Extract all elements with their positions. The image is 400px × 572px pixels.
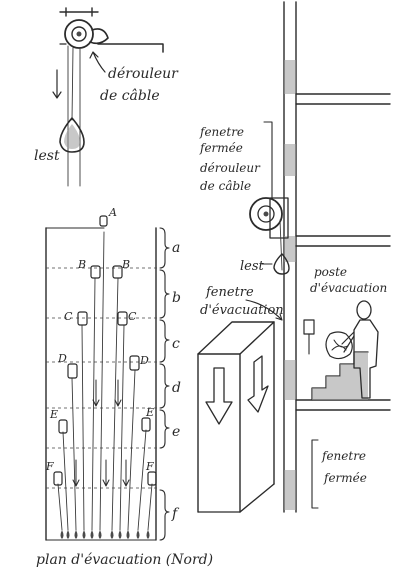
label-lest-right: lest xyxy=(240,259,265,274)
floor-letter-a: a xyxy=(172,240,180,256)
person-figure xyxy=(325,300,379,399)
plan-weights xyxy=(60,530,150,539)
down-arrow-side-icon xyxy=(247,355,269,413)
reel-c2-icon xyxy=(117,311,128,326)
floor-letter-e: e xyxy=(172,424,180,440)
floor-letter-c: c xyxy=(172,336,180,352)
wall-weight-icon xyxy=(273,253,290,275)
label-lest-top: lest xyxy=(34,148,60,164)
reel-e1-icon xyxy=(58,419,68,434)
reel-f2-icon xyxy=(147,471,157,486)
label-fenetre-fermee-r2: fermée xyxy=(199,141,243,155)
label-fenetre-evac-2: d'évacuation xyxy=(200,303,284,318)
reel-c1-icon xyxy=(77,311,88,326)
top-reel-icon xyxy=(64,19,94,49)
plan-letter-b2: B xyxy=(121,258,130,271)
reel-b2-icon xyxy=(112,265,123,279)
top-weight-icon xyxy=(59,117,85,153)
down-arrow-front-icon xyxy=(205,367,233,425)
plan-letter-c1: C xyxy=(64,310,73,323)
label-poste-2: d'évacuation xyxy=(310,281,387,295)
label-fenetre-fermee-b1: fenetre xyxy=(321,449,366,463)
plan-letter-d1: D xyxy=(57,352,67,365)
label-fenetre-evac-1: fenetre xyxy=(205,285,254,300)
label-derouleur-top-1: dérouleur xyxy=(108,66,179,82)
building-section: fenetre fermée dérouleur de câble lest p… xyxy=(197,1,391,513)
label-derouleur-top-2: de câble xyxy=(100,88,160,104)
floor-letter-b: b xyxy=(172,290,181,306)
reel-a-icon xyxy=(99,215,108,227)
reel-d1-icon xyxy=(67,363,78,379)
reel-f1-icon xyxy=(53,471,63,486)
plan-letter-c2: C xyxy=(128,310,137,323)
plan-letter-d2: D xyxy=(139,354,149,367)
wall-reel-icon xyxy=(249,197,283,231)
evacuation-plan: A B B C C D D E E F F a b c d e f plan d… xyxy=(36,206,213,568)
label-derouleur-right-2: de câble xyxy=(200,179,251,193)
plan-letter-a: A xyxy=(108,206,117,219)
label-poste-1: poste xyxy=(314,265,347,279)
label-derouleur-right-1: dérouleur xyxy=(200,161,261,175)
floor-letter-d: d xyxy=(172,380,181,396)
plan-letter-e2: E xyxy=(145,406,154,419)
wall-unwinder: lest xyxy=(240,197,290,275)
reel-d2-icon xyxy=(129,355,140,371)
evacuation-window-3d xyxy=(197,321,275,513)
plan-letter-b1: B xyxy=(77,258,86,271)
label-fenetre-fermee-r1: fenetre xyxy=(199,125,244,139)
plan-letter-e1: E xyxy=(49,408,58,421)
plan-caption: plan d'évacuation (Nord) xyxy=(36,552,213,568)
label-fenetre-fermee-b2: fermée xyxy=(323,471,367,485)
plan-letter-f1: F xyxy=(45,460,54,473)
reel-e2-icon xyxy=(141,417,151,432)
reel-b1-icon xyxy=(90,265,101,279)
top-unwinder-detail: dérouleur de câble lest xyxy=(34,7,179,187)
plan-letter-f2: F xyxy=(145,460,154,473)
floor-letter-f: f xyxy=(171,506,180,522)
